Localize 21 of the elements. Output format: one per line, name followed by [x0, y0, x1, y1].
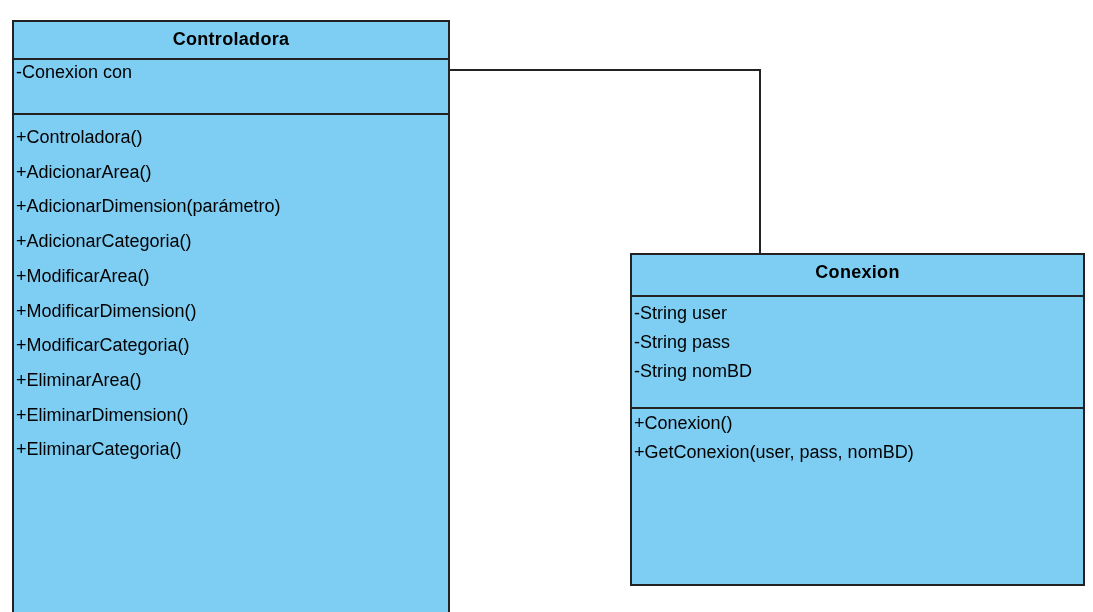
class-member: +Conexion()	[634, 413, 733, 434]
class-member: -String pass	[634, 332, 731, 353]
class-name: Controladora	[171, 28, 291, 51]
association-line	[449, 69, 761, 254]
class-member: +ModificarCategoria()	[16, 335, 190, 357]
class-member: -String user	[634, 303, 728, 324]
class-member: +ModificarArea()	[16, 265, 150, 287]
class-member: +AdicionarDimension(parámetro)	[16, 196, 281, 218]
class-member: +Controladora()	[16, 127, 143, 148]
class-member: -String nomBD	[634, 361, 753, 382]
class-member: -Conexion con	[16, 62, 133, 83]
class-box	[12, 20, 450, 612]
class-member: +AdicionarCategoria()	[16, 231, 192, 253]
class-name: Conexion	[814, 261, 901, 284]
class-member: +EliminarDimension()	[16, 404, 189, 426]
class-member: +EliminarCategoria()	[16, 439, 182, 461]
class-member: +EliminarArea()	[16, 369, 142, 391]
class-member: +AdicionarArea()	[16, 161, 152, 183]
class-box	[630, 253, 1085, 586]
class-member: +GetConexion(user, pass, nomBD)	[634, 442, 914, 463]
class-member: +ModificarDimension()	[16, 300, 197, 322]
